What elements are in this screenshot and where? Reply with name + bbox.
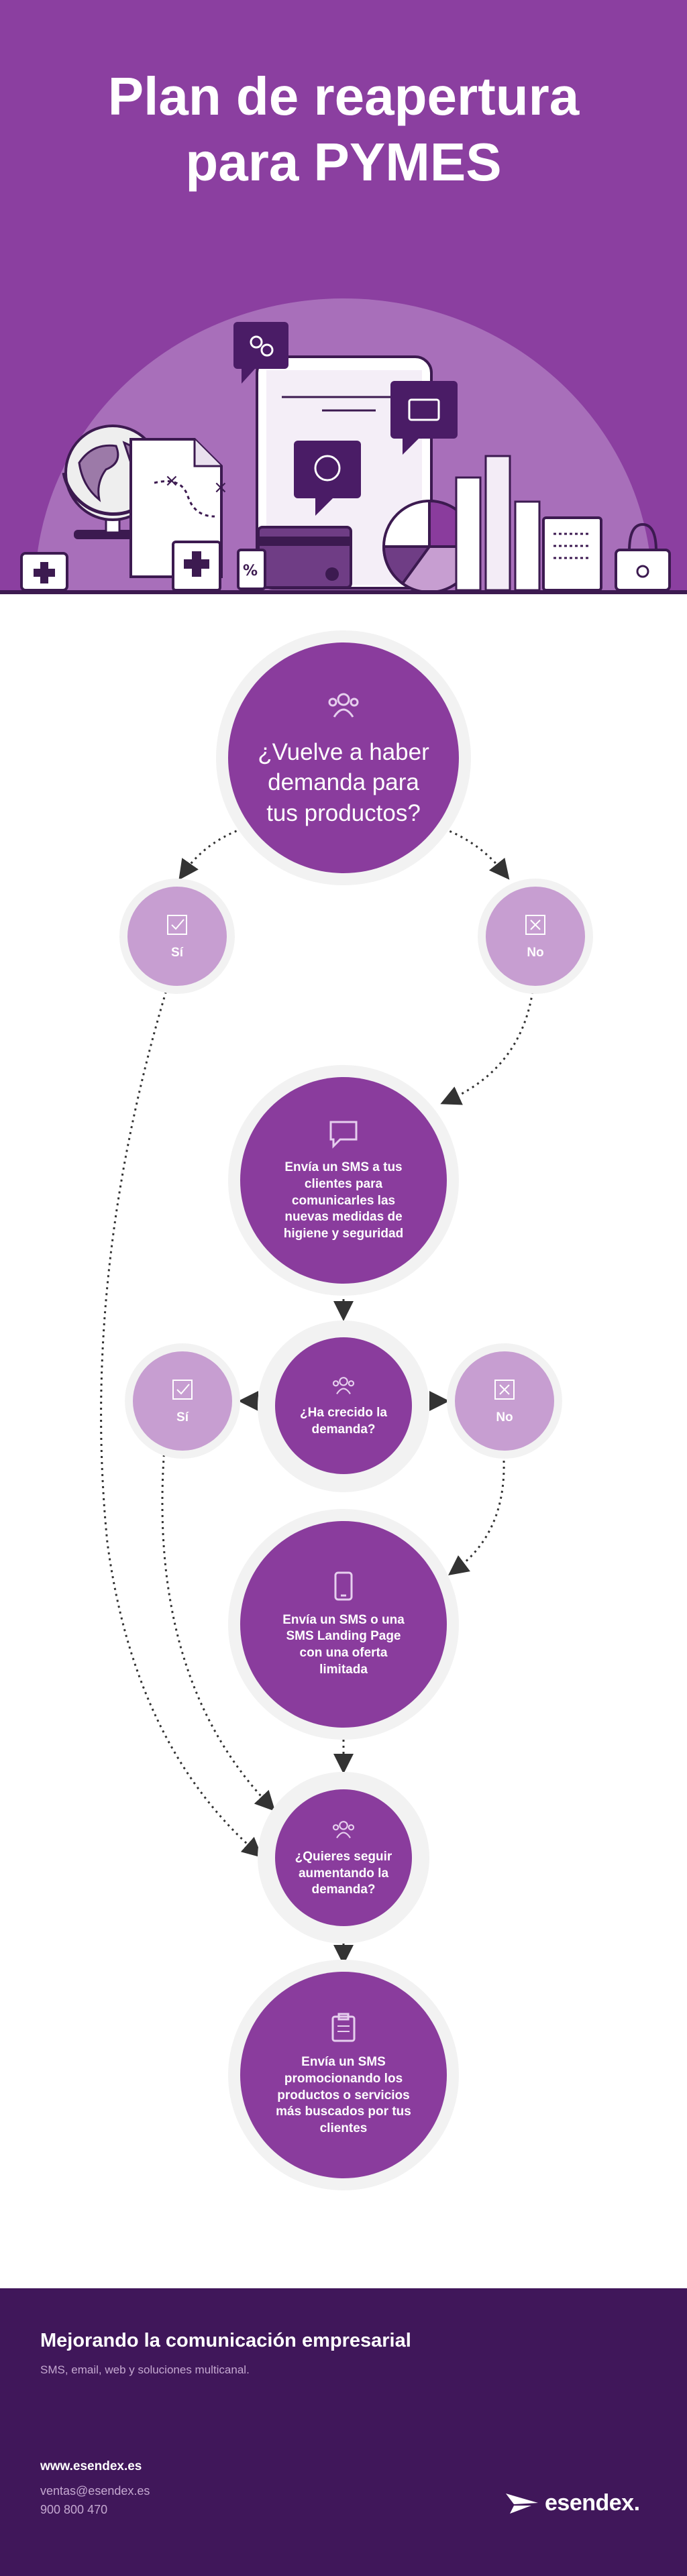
- q2-text: ¿Ha crecido la demanda?: [300, 1406, 387, 1437]
- hero-banner: × ×: [0, 0, 687, 594]
- chat-icon: [329, 1121, 358, 1149]
- step1-sms-hygiene: Envía un SMS a tus clientes para comunic…: [240, 1077, 447, 1284]
- svg-text:%: %: [243, 563, 258, 579]
- brand-name: esendex.: [545, 2489, 640, 2516]
- bar-chart-icon: [455, 455, 541, 592]
- credit-card-icon: [257, 526, 352, 589]
- people-icon: [332, 1821, 355, 1838]
- svg-text:×: ×: [164, 471, 179, 491]
- phone-icon: [334, 1571, 353, 1601]
- step3-text: Envía un SMS promocionando los productos…: [276, 2055, 411, 2136]
- footer-title: Mejorando la comunicación empresarial: [40, 2330, 411, 2351]
- step3-sms-promo: Envía un SMS promocionando los productos…: [240, 1972, 447, 2178]
- q2-yes-label: Sí: [176, 1410, 189, 1424]
- q2-yes-node: Sí: [133, 1351, 232, 1451]
- q1-yes-node: Sí: [127, 887, 227, 986]
- q2-demand-grown: ¿Ha crecido la demanda?: [275, 1337, 412, 1474]
- people-icon: [332, 1377, 355, 1395]
- q1-text: ¿Vuelve a haber demanda para tus product…: [258, 738, 429, 826]
- check-icon: [167, 914, 187, 935]
- q2-no-node: No: [455, 1351, 554, 1451]
- esendex-logo-icon: [506, 2494, 538, 2514]
- footer-email-link[interactable]: ventas@esendex.es: [40, 2484, 150, 2498]
- cross-icon: [525, 914, 545, 935]
- q1-yes-label: Sí: [171, 945, 183, 960]
- footer-website-link[interactable]: www.esendex.es: [40, 2459, 142, 2473]
- check-icon: [172, 1379, 193, 1400]
- reopening-illustration: × ×: [20, 298, 671, 594]
- footer: Mejorando la comunicación empresarial SM…: [0, 2288, 687, 2576]
- footer-phone[interactable]: 900 800 470: [40, 2503, 108, 2516]
- q2-no-label: No: [496, 1410, 513, 1424]
- q1-no-label: No: [527, 945, 544, 960]
- hero-baseline: [0, 590, 687, 594]
- svg-text:×: ×: [213, 478, 228, 498]
- q1-no-node: No: [486, 887, 585, 986]
- q1-demand-question: ¿Vuelve a haber demanda para tus product…: [228, 642, 459, 873]
- footer-subtitle: SMS, email, web y soluciones multicanal.: [40, 2363, 250, 2376]
- clipboard-icon: [331, 2013, 356, 2042]
- q3-keep-growing: ¿Quieres seguir aumentando la demanda?: [275, 1789, 412, 1926]
- shopping-bag-icon: [615, 522, 671, 592]
- step2-text: Envía un SMS o una SMS Landing Page con …: [282, 1612, 405, 1677]
- people-icon: [328, 693, 359, 718]
- chat-bubble-icons: [233, 322, 458, 516]
- cross-icon: [494, 1379, 515, 1400]
- esendex-logo[interactable]: esendex.: [505, 2489, 640, 2516]
- step1-text: Envía un SMS a tus clientes para comunic…: [283, 1160, 404, 1241]
- q3-text: ¿Quieres seguir aumentando la demanda?: [295, 1849, 392, 1897]
- step2-sms-offer: Envía un SMS o una SMS Landing Page con …: [240, 1521, 447, 1728]
